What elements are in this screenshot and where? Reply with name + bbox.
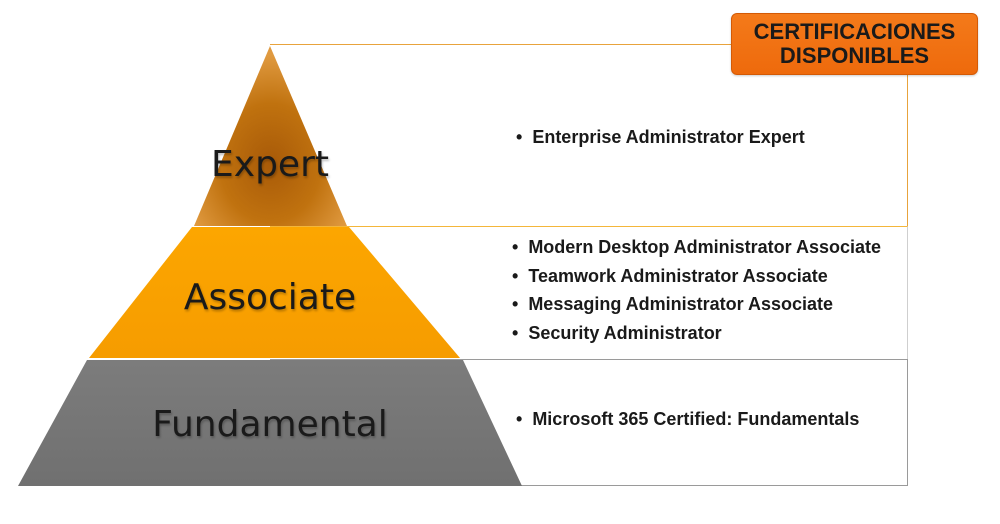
tier-label-associate: Associate: [183, 277, 357, 318]
associate-row-frame: [270, 226, 908, 359]
tier-label-expert: Expert: [211, 144, 329, 185]
badge-line-2: DISPONIBLES: [779, 43, 930, 68]
tier-label-fundamental: Fundamental: [152, 404, 388, 445]
pyramid-tier-expert: [194, 46, 347, 226]
list-item: Enterprise Administrator Expert: [516, 123, 804, 152]
associate-cert-list: Modern Desktop Administrator Associate T…: [512, 233, 881, 347]
list-item: Security Administrator: [512, 319, 881, 348]
list-item: Modern Desktop Administrator Associate: [512, 233, 881, 262]
pyramid-tier-fundamental: [18, 360, 522, 486]
list-item: Teamwork Administrator Associate: [512, 262, 881, 291]
available-certifications-badge: CERTIFICACIONES DISPONIBLES: [731, 13, 978, 75]
fundamental-row-frame: [270, 359, 908, 486]
badge-line-1: CERTIFICACIONES: [753, 19, 956, 44]
list-item: Microsoft 365 Certified: Fundamentals: [516, 405, 859, 434]
expert-cert-list: Enterprise Administrator Expert: [516, 123, 804, 152]
list-item: Messaging Administrator Associate: [512, 290, 881, 319]
expert-row-frame: [270, 44, 908, 226]
fundamental-cert-list: Microsoft 365 Certified: Fundamentals: [516, 405, 859, 434]
pyramid-tier-associate: [89, 227, 460, 358]
